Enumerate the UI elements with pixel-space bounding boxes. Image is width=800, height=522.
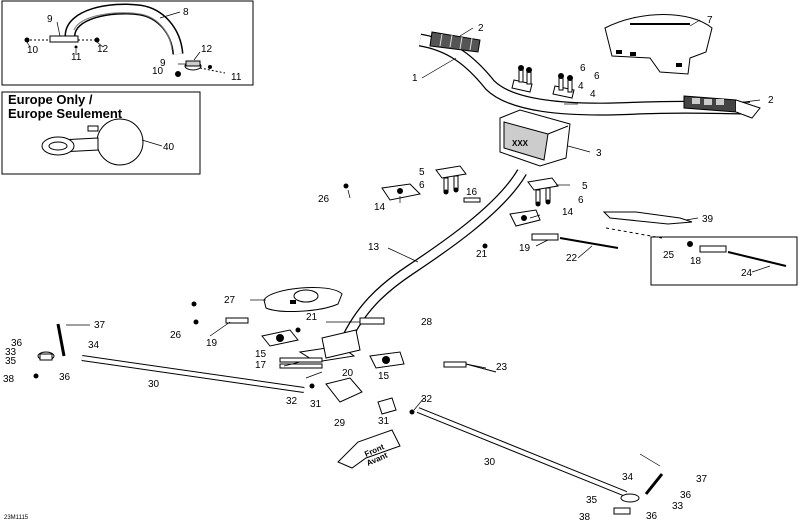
leader-lines xyxy=(26,11,771,467)
callout-c17: 17 xyxy=(255,360,267,371)
callout-c34a: 34 xyxy=(88,340,100,351)
callout-c31a: 31 xyxy=(310,399,322,410)
drawing-code: 23M1115 xyxy=(4,515,29,521)
callout-c27: 27 xyxy=(224,295,236,306)
callout-c18: 18 xyxy=(690,256,702,267)
grip-left-part xyxy=(429,31,481,53)
callout-c33a: 33 xyxy=(5,347,17,358)
inset-box-bolt-kit xyxy=(650,236,798,286)
callout-c14a: 14 xyxy=(374,202,386,213)
callout-c12b: 12 xyxy=(201,44,213,55)
front-arrow xyxy=(337,429,401,469)
callout-c12a: 12 xyxy=(97,44,109,55)
callout-c19b: 19 xyxy=(206,338,218,349)
lower-clamps-part xyxy=(435,165,559,207)
callout-c15b: 15 xyxy=(378,371,390,382)
riser-part: XXX xyxy=(499,109,571,167)
callout-c38b: 38 xyxy=(579,512,591,522)
callout-c14b: 14 xyxy=(562,207,574,218)
callout-c36c: 36 xyxy=(680,490,692,501)
grip-right-part xyxy=(683,95,761,119)
inset-box-handlebar-cover xyxy=(1,0,254,86)
callout-c25: 25 xyxy=(663,250,675,261)
callout-c32a: 32 xyxy=(286,396,298,407)
callout-c11a: 11 xyxy=(71,52,82,63)
callout-c22: 22 xyxy=(566,253,578,264)
callout-c24: 24 xyxy=(741,268,753,279)
bracket-part xyxy=(602,211,787,267)
callout-c3: 3 xyxy=(596,148,602,159)
callout-c39: 39 xyxy=(702,214,714,225)
tie-rod-left-part xyxy=(33,323,305,393)
callout-c30a: 30 xyxy=(148,379,160,390)
callout-c28: 28 xyxy=(421,317,433,328)
callout-c11b: 11 xyxy=(231,72,242,83)
callout-c37a: 37 xyxy=(94,320,106,331)
pivot-housing-part xyxy=(263,286,343,312)
callout-c20: 20 xyxy=(342,368,354,379)
callout-c26b: 26 xyxy=(170,330,182,341)
callout-c1: 1 xyxy=(412,73,418,84)
callout-c4b: 4 xyxy=(590,89,596,100)
europe-title-line1: Europe Only / xyxy=(8,92,93,107)
callout-c37b: 37 xyxy=(696,474,708,485)
callout-c16: 16 xyxy=(466,187,478,198)
upper-support-part xyxy=(343,183,541,249)
callout-c21a: 21 xyxy=(476,249,488,260)
tie-rod-right-part xyxy=(416,407,664,515)
callout-c19a: 19 xyxy=(519,243,531,254)
callout-c6c: 6 xyxy=(419,180,425,191)
callout-c32b: 32 xyxy=(421,394,433,405)
callout-c2a: 2 xyxy=(478,23,484,34)
callout-c36a: 36 xyxy=(11,338,23,349)
callout-c5a: 5 xyxy=(419,167,425,178)
callout-c31b: 31 xyxy=(378,416,390,427)
callout-c30b: 30 xyxy=(484,457,496,468)
callout-c6b: 6 xyxy=(594,71,600,82)
callout-c26a: 26 xyxy=(318,194,330,205)
upper-clamps-part xyxy=(511,65,575,99)
callout-c35b: 35 xyxy=(586,495,598,506)
callout-c8: 8 xyxy=(183,7,189,18)
horn-part xyxy=(41,118,144,166)
callout-c13: 13 xyxy=(368,242,380,253)
callout-c7: 7 xyxy=(707,15,713,26)
callout-c34b: 34 xyxy=(622,472,634,483)
callout-c2b: 2 xyxy=(768,95,774,106)
callout-c4a: 4 xyxy=(578,81,584,92)
callout-c29: 29 xyxy=(334,418,346,429)
callout-c40: 40 xyxy=(163,142,175,153)
europe-title-line2: Europe Seulement xyxy=(8,106,123,121)
callout-c6a: 6 xyxy=(580,63,586,74)
handlebar-cover-part xyxy=(604,14,713,75)
callout-c23: 23 xyxy=(496,362,508,373)
callout-c15a: 15 xyxy=(255,349,267,360)
callout-c10b: 10 xyxy=(152,66,164,77)
callout-c6d: 6 xyxy=(578,195,584,206)
callout-c10a: 10 xyxy=(27,45,39,56)
callout-c5b: 5 xyxy=(582,181,588,192)
bolts-part xyxy=(531,233,619,249)
callout-c33b: 33 xyxy=(672,501,684,512)
lower-pivot-part xyxy=(191,301,497,373)
svg-text:XXX: XXX xyxy=(512,139,529,148)
handlebar-pad-part xyxy=(64,3,184,55)
callout-c9a: 9 xyxy=(47,14,53,25)
callout-c21b: 21 xyxy=(306,312,318,323)
callout-c36b: 36 xyxy=(59,372,71,383)
steering-arm-part xyxy=(309,377,415,415)
callout-c36d: 36 xyxy=(646,511,658,522)
callout-c38a: 38 xyxy=(3,374,15,385)
steering-column-part xyxy=(340,169,527,345)
clamp-part xyxy=(24,35,226,77)
callout-c35a: 35 xyxy=(5,356,17,367)
inset-box-europe xyxy=(1,91,201,175)
callout-c9b: 9 xyxy=(160,58,166,69)
